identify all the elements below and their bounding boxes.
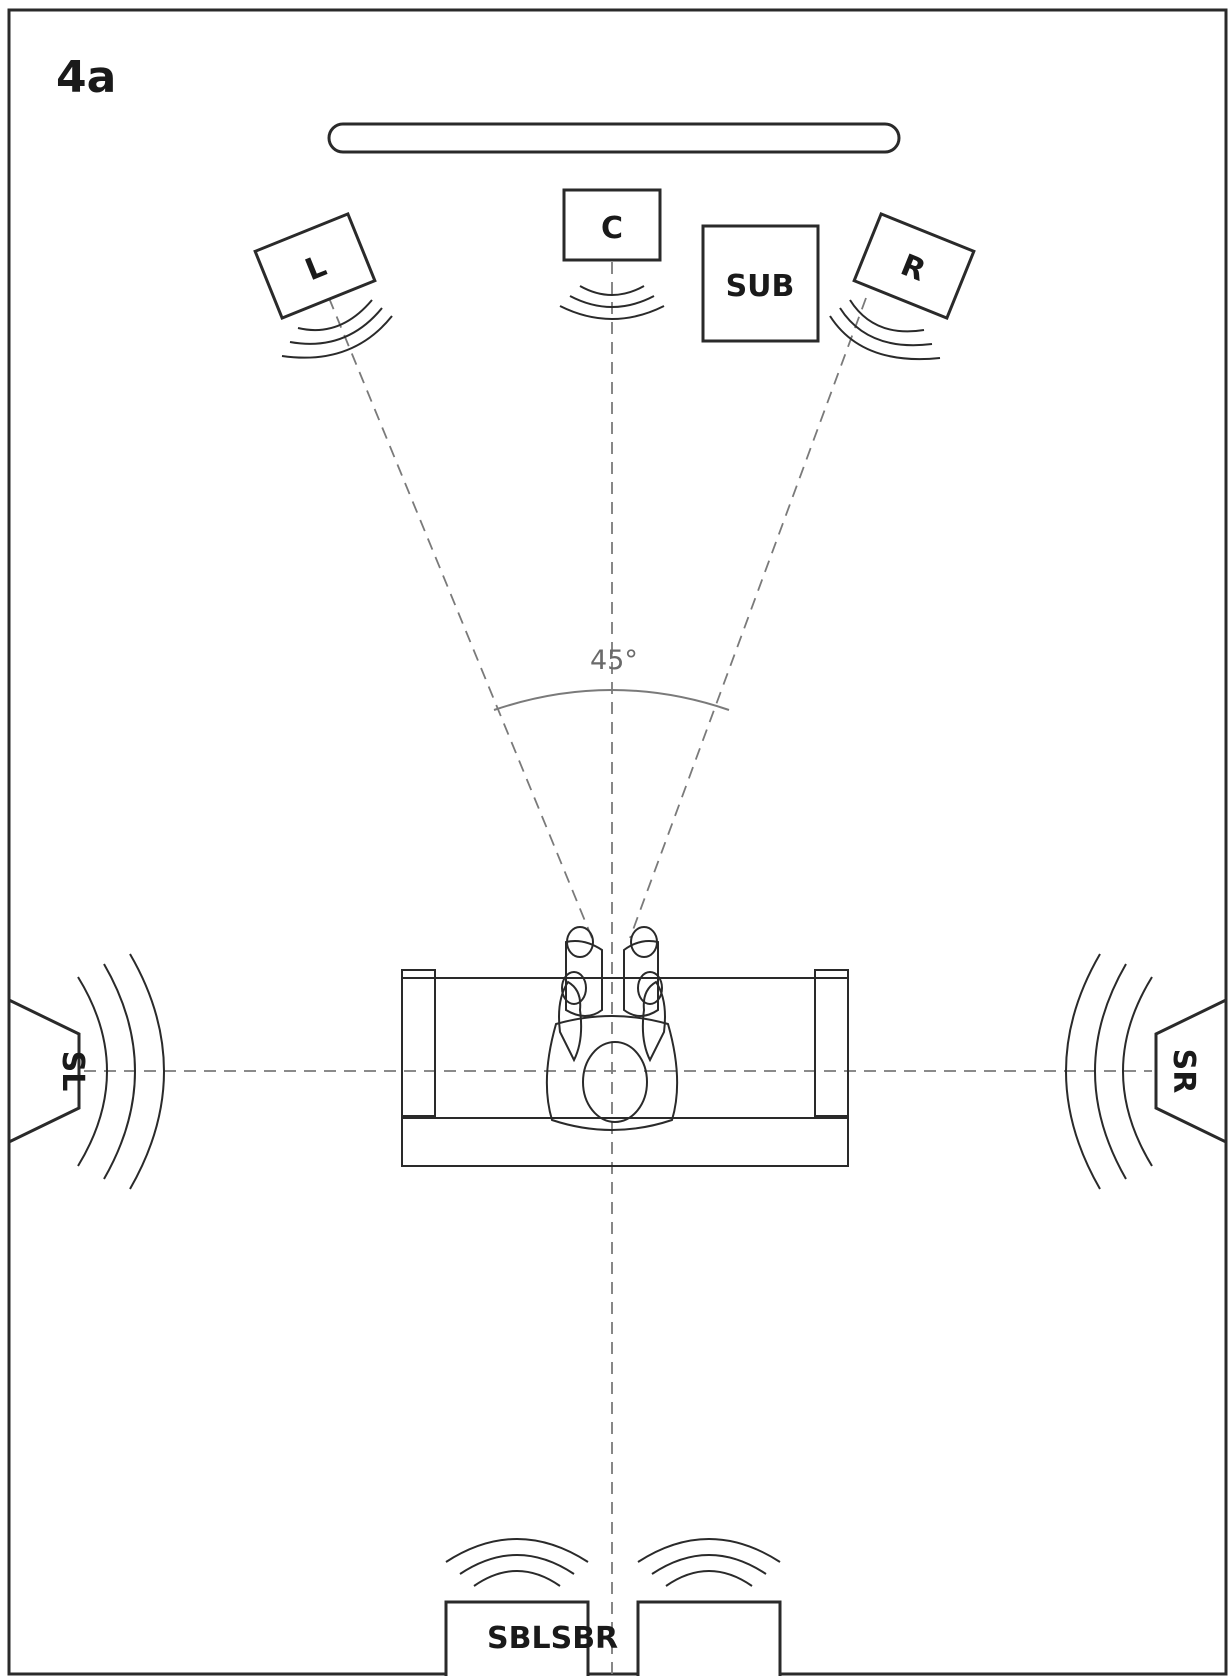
left-guide-line	[328, 297, 593, 939]
surround-back-right-sound-waves-icon	[637, 1538, 781, 1587]
surround-right-label: SR	[1166, 1049, 1201, 1094]
listener-figure	[545, 926, 679, 1131]
surround-left-speaker: SL	[7, 953, 165, 1190]
right-guide-line	[629, 297, 867, 939]
left-speaker: L	[253, 211, 393, 359]
surround-back-speakers: SBLSBR	[444, 1538, 782, 1676]
center-sound-waves-icon	[559, 285, 665, 320]
right-speaker: R	[829, 211, 976, 361]
listener-head	[582, 1041, 648, 1123]
surround-left-sound-waves-icon	[77, 953, 165, 1190]
figure-label: 4a	[56, 52, 116, 103]
room-outline	[7, 8, 1228, 1676]
angle-label: 45°	[590, 645, 638, 676]
left-sound-waves-icon	[281, 299, 393, 359]
subwoofer-label: SUB	[726, 269, 795, 304]
center-speaker-label: C	[601, 211, 623, 246]
tv-screen	[327, 122, 901, 154]
center-speaker: C	[559, 188, 665, 320]
surround-right-speaker: SR	[1065, 953, 1228, 1190]
surround-back-left-sound-waves-icon	[445, 1538, 589, 1587]
subwoofer: SUB	[701, 224, 820, 343]
surround-right-sound-waves-icon	[1065, 953, 1153, 1190]
surround-back-label: SBLSBR	[487, 1621, 618, 1656]
right-sound-waves-icon	[829, 299, 941, 361]
angle-arc	[493, 689, 730, 711]
surround-left-label: SL	[55, 1051, 90, 1092]
